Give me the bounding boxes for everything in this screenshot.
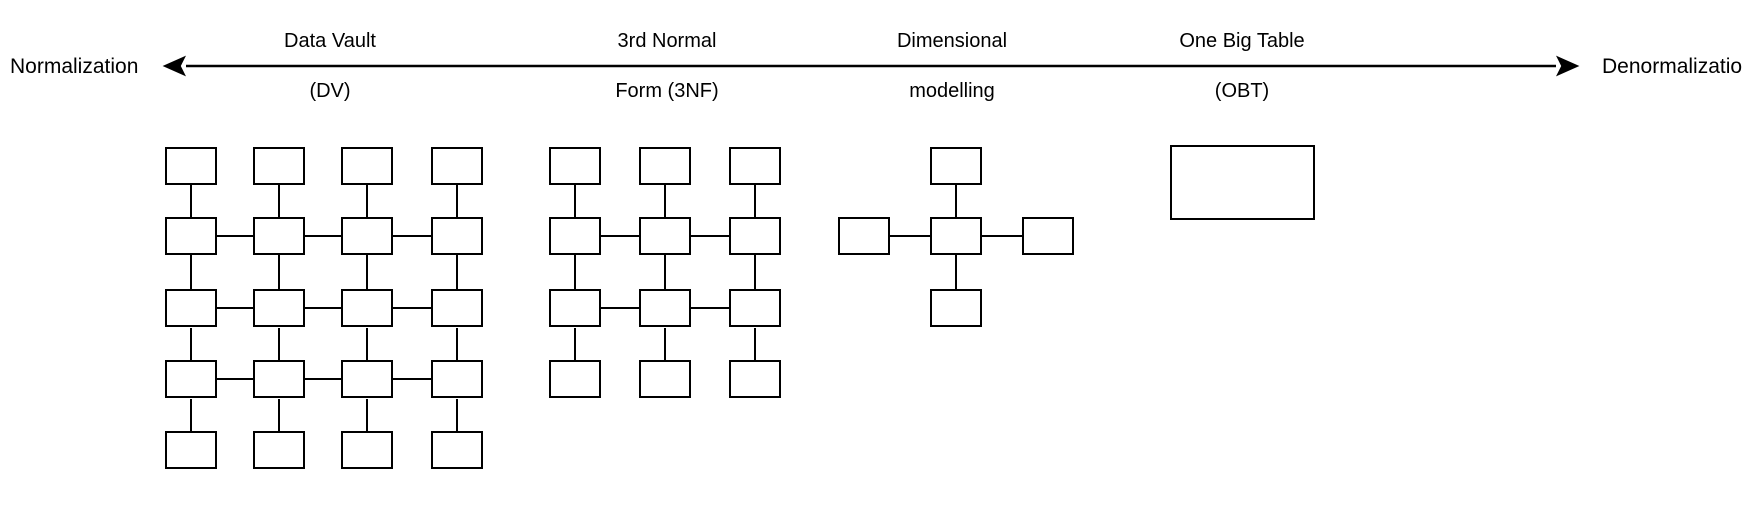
connector-v — [574, 255, 576, 290]
connector-v — [190, 255, 192, 290]
connector-v — [456, 328, 458, 361]
connector-v — [574, 328, 576, 361]
table-node[interactable] — [431, 431, 483, 469]
model-label-one-big-table: One Big Table (OBT) — [1142, 4, 1342, 129]
connector-v — [664, 255, 666, 290]
model-label-3nf-line1: 3rd Normal — [617, 30, 717, 52]
dimension-node-left[interactable] — [838, 217, 890, 255]
dimension-node-right[interactable] — [1022, 217, 1074, 255]
connector-h — [392, 235, 432, 237]
connector-h — [216, 307, 254, 309]
table-node[interactable] — [253, 217, 305, 255]
table-node[interactable] — [431, 147, 483, 185]
table-node[interactable] — [431, 360, 483, 398]
connector-h — [216, 235, 254, 237]
model-label-obt-line1: One Big Table — [1179, 30, 1305, 52]
table-node[interactable] — [253, 289, 305, 327]
model-label-data-vault-line1: Data Vault — [284, 30, 376, 52]
model-label-dimensional-line2: modelling — [909, 80, 995, 102]
one-big-table-node[interactable] — [1170, 145, 1315, 220]
connector-v — [366, 255, 368, 290]
model-label-data-vault: Data Vault (DV) — [230, 4, 430, 129]
connector-v — [754, 185, 756, 217]
connector-v — [190, 399, 192, 432]
table-node[interactable] — [341, 289, 393, 327]
connector-v — [190, 185, 192, 217]
table-node[interactable] — [729, 147, 781, 185]
table-node[interactable] — [729, 217, 781, 255]
connector-v — [366, 399, 368, 432]
connector-v — [366, 328, 368, 361]
connector-h — [600, 307, 640, 309]
dimension-node-bottom[interactable] — [930, 289, 982, 327]
connector-v — [955, 185, 957, 217]
table-node[interactable] — [549, 217, 601, 255]
table-node[interactable] — [341, 360, 393, 398]
table-node[interactable] — [549, 360, 601, 398]
table-node[interactable] — [549, 289, 601, 327]
model-label-3nf: 3rd Normal Form (3NF) — [567, 4, 767, 129]
connector-h — [304, 235, 342, 237]
table-node[interactable] — [341, 431, 393, 469]
table-node[interactable] — [549, 147, 601, 185]
connector-v — [190, 328, 192, 361]
table-node[interactable] — [729, 360, 781, 398]
table-node[interactable] — [639, 147, 691, 185]
connector-v — [754, 255, 756, 290]
connector-v — [754, 328, 756, 361]
table-node[interactable] — [431, 217, 483, 255]
connector-v — [574, 185, 576, 217]
model-label-data-vault-line2: (DV) — [309, 80, 351, 102]
table-node[interactable] — [639, 217, 691, 255]
connector-h — [304, 378, 342, 380]
table-node[interactable] — [639, 289, 691, 327]
connector-v — [366, 185, 368, 217]
table-node[interactable] — [165, 289, 217, 327]
table-node[interactable] — [341, 217, 393, 255]
connector-v — [456, 399, 458, 432]
axis-label-denormalization: Denormalization — [1602, 55, 1742, 78]
connector-h — [890, 235, 931, 237]
connector-v — [456, 185, 458, 217]
table-node[interactable] — [431, 289, 483, 327]
fact-node-center[interactable] — [930, 217, 982, 255]
connector-v — [278, 185, 280, 217]
table-node[interactable] — [639, 360, 691, 398]
connector-v — [664, 328, 666, 361]
table-node[interactable] — [253, 147, 305, 185]
connector-v — [955, 255, 957, 290]
connector-h — [600, 235, 640, 237]
model-label-3nf-line2: Form (3NF) — [615, 80, 719, 102]
table-node[interactable] — [165, 431, 217, 469]
table-node[interactable] — [253, 360, 305, 398]
table-node[interactable] — [253, 431, 305, 469]
connector-h — [392, 378, 432, 380]
connector-h — [392, 307, 432, 309]
connector-v — [278, 328, 280, 361]
model-label-dimensional-modelling: Dimensional modelling — [852, 4, 1052, 129]
table-node[interactable] — [341, 147, 393, 185]
table-node[interactable] — [165, 360, 217, 398]
connector-h — [690, 235, 730, 237]
connector-h — [981, 235, 1022, 237]
connector-v — [278, 255, 280, 290]
connector-v — [278, 399, 280, 432]
model-label-dimensional-line1: Dimensional — [896, 30, 1008, 52]
connector-h — [216, 378, 254, 380]
table-node[interactable] — [165, 147, 217, 185]
connector-v — [456, 255, 458, 290]
table-node[interactable] — [729, 289, 781, 327]
table-node[interactable] — [165, 217, 217, 255]
connector-h — [690, 307, 730, 309]
axis-label-normalization: Normalization — [10, 55, 139, 78]
connector-v — [664, 185, 666, 217]
dimension-node-top[interactable] — [930, 147, 982, 185]
connector-h — [304, 307, 342, 309]
model-label-obt-line2: (OBT) — [1214, 80, 1270, 102]
